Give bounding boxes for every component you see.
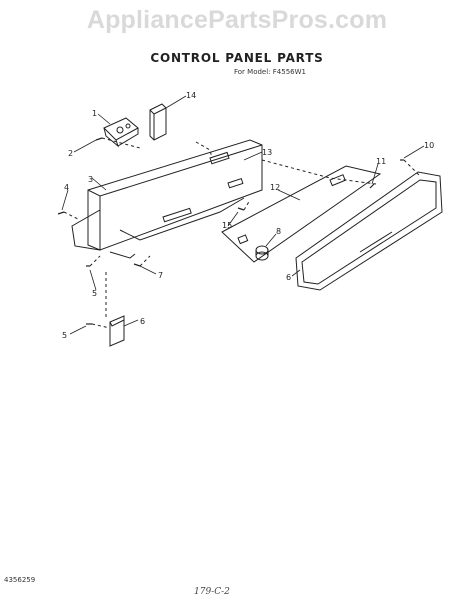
callout-7: 7 xyxy=(158,271,163,280)
callout-11: 11 xyxy=(376,157,386,166)
callout-14: 14 xyxy=(186,91,196,100)
callout-6-bracket: 6 xyxy=(140,317,145,326)
screws xyxy=(57,137,404,325)
document-code: 4356259 xyxy=(4,576,36,584)
handwritten-note: 179-C-2 xyxy=(194,587,230,597)
assembly-lines xyxy=(63,137,421,329)
leader-lines xyxy=(61,95,425,335)
watermark: AppliancePartsPros.com xyxy=(86,6,388,34)
callout-5-upper: 5 xyxy=(92,289,97,298)
callout-1: 1 xyxy=(92,109,97,118)
callout-15: 15 xyxy=(222,221,232,230)
clock-timer xyxy=(103,117,139,148)
control-panel-backguard xyxy=(71,139,263,259)
control-knob xyxy=(255,245,269,261)
callout-13: 13 xyxy=(262,148,272,157)
callout-10: 10 xyxy=(424,141,434,150)
callout-8: 8 xyxy=(276,227,281,236)
callout-6-frame: 6 xyxy=(286,273,291,282)
callout-12: 12 xyxy=(270,183,280,192)
callout-5-lower: 5 xyxy=(62,331,67,340)
diagram-title: CONTROL PANEL PARTS xyxy=(150,51,324,65)
callout-2: 2 xyxy=(68,149,73,158)
mounting-bracket xyxy=(109,315,125,347)
model-subtitle: For Model: F4556W1 xyxy=(234,68,306,76)
callout-4: 4 xyxy=(64,183,69,192)
switch-block xyxy=(149,103,167,141)
control-panel-insert xyxy=(221,165,382,263)
control-panel-frame xyxy=(295,171,443,291)
callout-3: 3 xyxy=(88,175,93,184)
